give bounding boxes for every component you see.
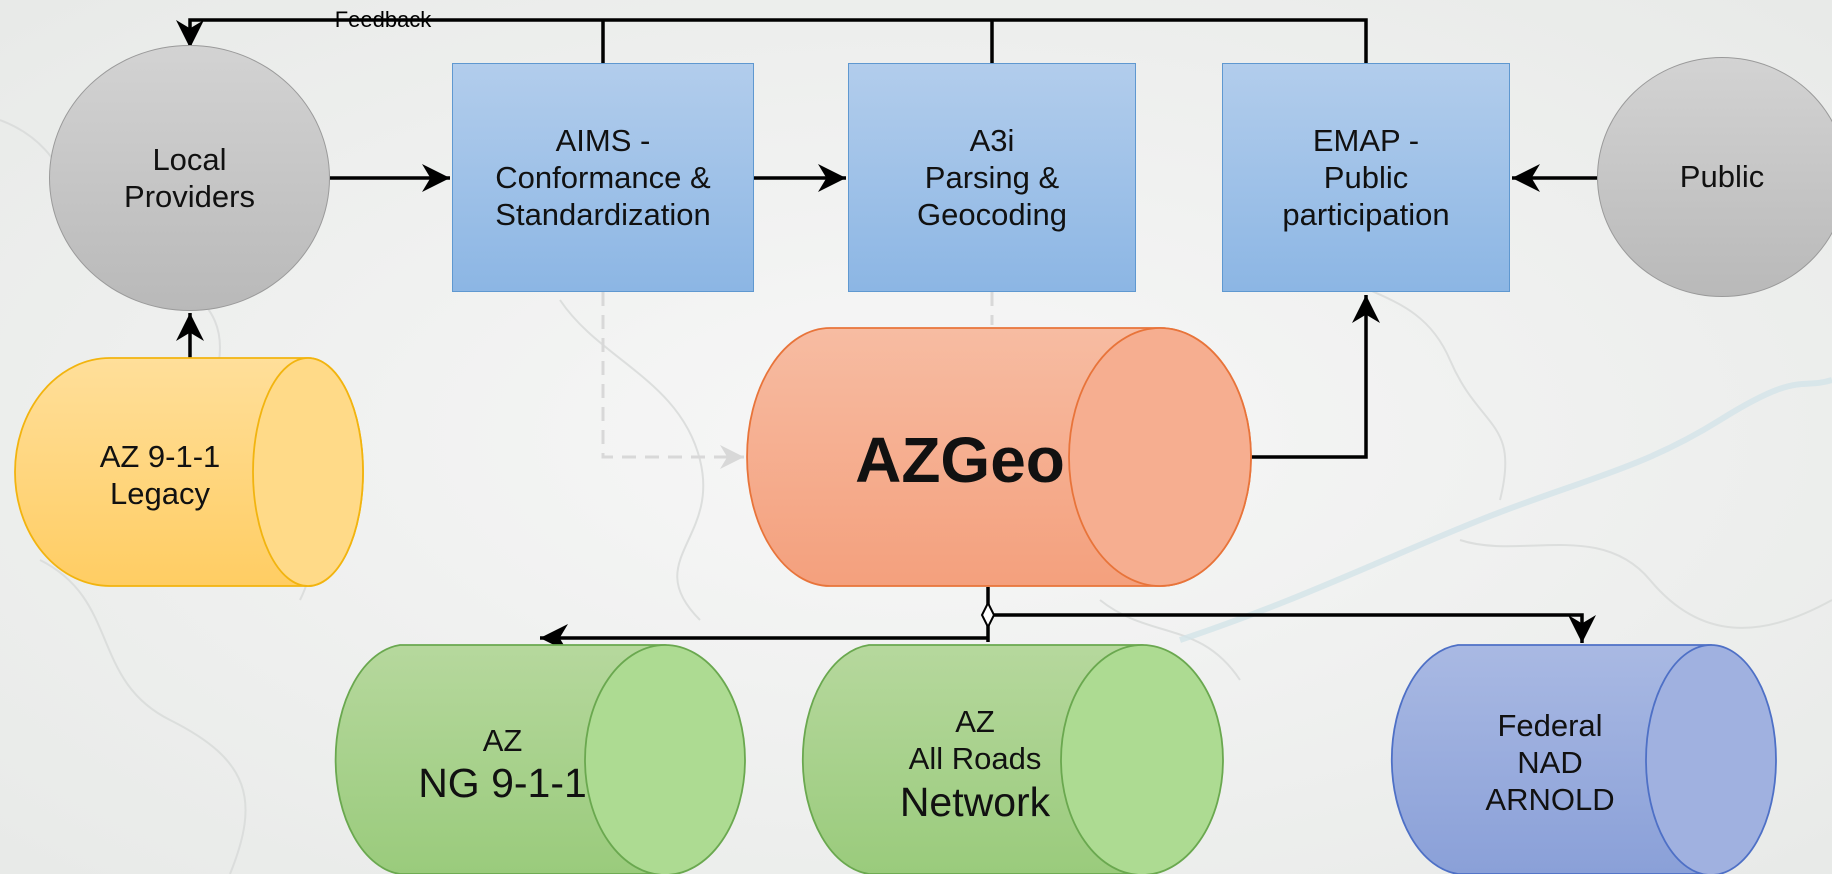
aims-label: AIMS - Conformance & Standardization — [495, 122, 711, 233]
all-roads-cylinder-shape — [801, 644, 1224, 874]
emap-box[interactable]: EMAP - Public participation — [1222, 63, 1510, 292]
az911-legacy-cylinder-shape — [14, 357, 364, 587]
a3i-label: A3i Parsing & Geocoding — [917, 122, 1067, 233]
local-providers-label: Local Providers — [124, 141, 255, 214]
aims-to-azgeo-dashed-arrow — [601, 292, 744, 469]
aims-box[interactable]: AIMS - Conformance & Standardization — [452, 63, 754, 292]
azgeo-label[interactable]: AZGeo — [855, 423, 1065, 496]
azgeo-to-federal-arrow — [988, 613, 1596, 643]
a3i-box[interactable]: A3i Parsing & Geocoding — [848, 63, 1136, 292]
feedback-line — [176, 18, 1368, 63]
azgeo-to-emap-arrow — [1230, 295, 1380, 459]
azgeo-cylinder-shape — [746, 327, 1252, 587]
azgeo-diamond-junction — [980, 600, 996, 630]
all-roads-label: AZ All Roads Network — [899, 704, 1051, 825]
federal-cylinder-shape — [1390, 644, 1777, 874]
public-label: Public — [1679, 159, 1765, 195]
public-node[interactable]: Public — [1597, 57, 1832, 297]
az911-legacy-label: AZ 9-1-1 Legacy — [99, 438, 221, 511]
federal-label: Federal NAD ARNOLD — [1485, 707, 1615, 818]
ng911-label: AZ NG 9-1-1 — [418, 722, 587, 806]
ng911-cylinder-shape — [334, 644, 746, 874]
local-providers-node[interactable]: Local Providers — [49, 45, 330, 311]
emap-label: EMAP - Public participation — [1282, 122, 1450, 233]
feedback-label: Feedback — [334, 6, 432, 32]
